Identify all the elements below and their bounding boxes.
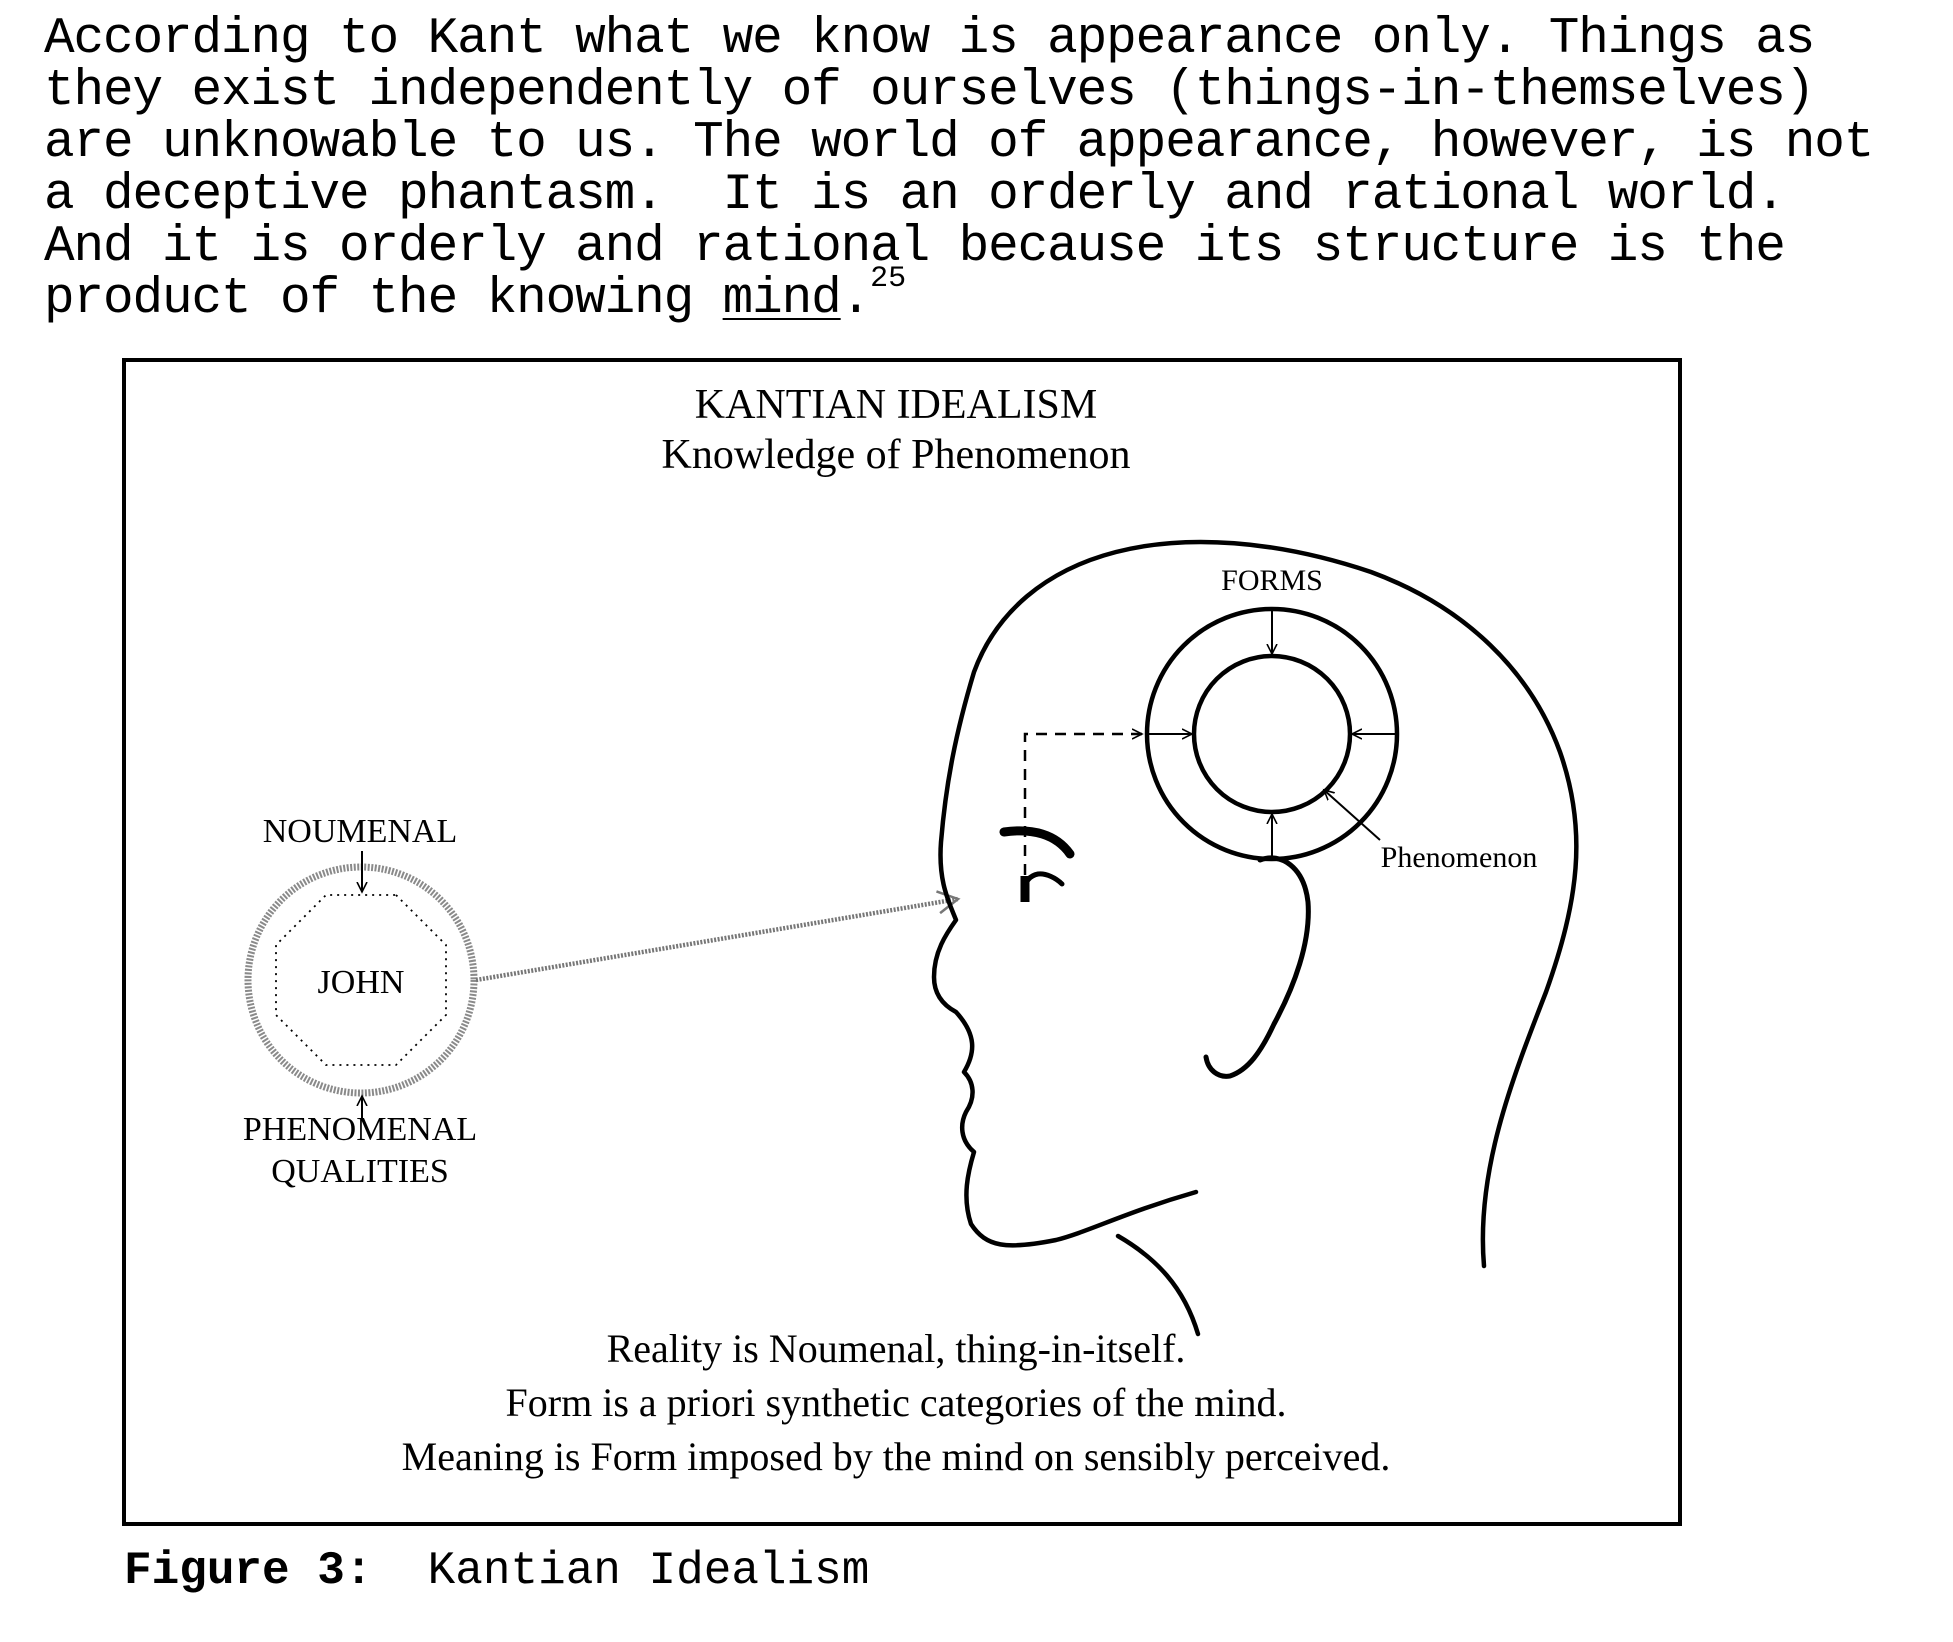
neck-line bbox=[1115, 1233, 1201, 1337]
forms-label: FORMS bbox=[1221, 564, 1323, 597]
figure-subtitle: Knowledge of Phenomenon bbox=[662, 432, 1131, 478]
head-profile bbox=[931, 539, 1579, 1269]
phenomenon-label: Phenomenon bbox=[1381, 841, 1538, 874]
body-paragraph: According to Kant what we know is appear… bbox=[44, 14, 1924, 331]
paragraph-line-6-end: . bbox=[840, 271, 872, 328]
phenomenal-label-line-1: PHENOMENAL bbox=[243, 1111, 477, 1148]
statement-form: Form is a priori synthetic categories of… bbox=[506, 1380, 1287, 1425]
caption-text: Kantian Idealism bbox=[427, 1545, 870, 1597]
paragraph-line-2: they exist independently of ourselves (t… bbox=[44, 63, 1815, 120]
kantian-idealism-diagram: KANTIAN IDEALISM Knowledge of Phenomenon… bbox=[243, 382, 1579, 1479]
footnote-marker: 25 bbox=[870, 262, 907, 296]
figure-title: KANTIAN IDEALISM bbox=[695, 382, 1097, 428]
perception-dashed-path bbox=[1023, 734, 1142, 894]
phenomenal-label-line-2: QUALITIES bbox=[271, 1153, 449, 1190]
phenomenon-inner-circle bbox=[1191, 653, 1353, 815]
phenomenal-circle bbox=[244, 863, 478, 1097]
paragraph-line-3: are unknowable to us. The world of appea… bbox=[44, 115, 1874, 172]
perception-arrow bbox=[475, 890, 961, 983]
john-label: JOHN bbox=[318, 964, 405, 1001]
paragraph-line-4: a deceptive phantasm. It is an orderly a… bbox=[44, 167, 1786, 224]
ear bbox=[1203, 855, 1311, 1079]
paragraph-line-5: And it is orderly and rational because i… bbox=[44, 219, 1786, 276]
figure-frame: KANTIAN IDEALISM Knowledge of Phenomenon… bbox=[122, 358, 1682, 1526]
caption-label: Figure 3: bbox=[124, 1545, 373, 1597]
paragraph-line-6: product of the knowing bbox=[44, 271, 723, 328]
statement-meaning: Meaning is Form imposed by the mind on s… bbox=[402, 1434, 1391, 1479]
noumenal-label: NOUMENAL bbox=[263, 813, 458, 850]
noumenal-octagon bbox=[275, 894, 447, 1066]
phenomenon-pointer bbox=[1324, 790, 1381, 841]
paragraph-line-1: According to Kant what we know is appear… bbox=[44, 11, 1815, 68]
figure-caption: Figure 3: Kantian Idealism bbox=[124, 1543, 869, 1599]
underlined-word-mind: mind bbox=[722, 271, 842, 328]
eyebrow bbox=[999, 826, 1075, 859]
statement-reality: Reality is Noumenal, thing-in-itself. bbox=[607, 1326, 1186, 1371]
